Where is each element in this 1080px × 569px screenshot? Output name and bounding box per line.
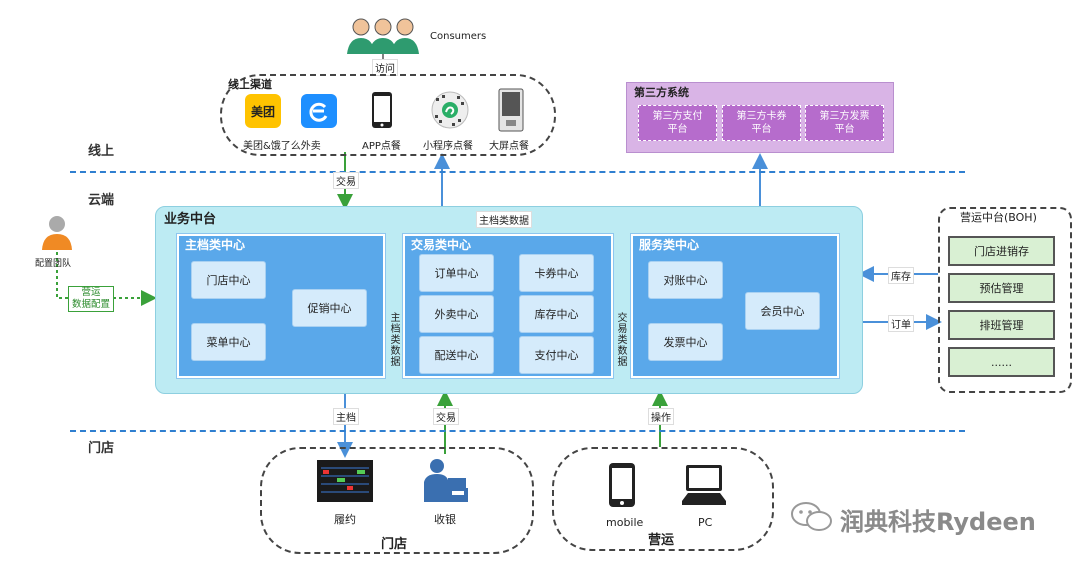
master-to-trade-label: 主档类数据: [388, 312, 399, 367]
menu-center-module: 菜单中心: [191, 323, 266, 361]
trade-down-label: 交易: [333, 172, 359, 189]
third-party-invoice: 第三方发票 平台: [805, 105, 884, 141]
channel-label-delivery: 美团&饿了么外卖: [243, 141, 321, 152]
consumers-label: Consumers: [430, 31, 487, 42]
meituan-logo-text: 美团: [250, 104, 275, 119]
master-data-flow-label: 主档类数据: [476, 211, 532, 228]
pc-icon: [682, 465, 726, 505]
mobile-icon: [609, 463, 635, 507]
miniprogram-qr-icon: [431, 91, 469, 129]
app-phone-icon: [372, 92, 392, 128]
order-center-module: 订单中心: [419, 254, 494, 292]
mobile-label: mobile: [606, 516, 644, 529]
watermark-text: 润典科技Rydeen: [840, 508, 1036, 536]
eleme-icon: [309, 102, 328, 122]
member-center-module: 会员中心: [745, 292, 820, 330]
fulfillment-label: 履约: [334, 513, 356, 526]
store-separator: [70, 430, 965, 432]
region-label-online: 线上: [88, 144, 115, 159]
promotion-center-module: 促销中心: [292, 289, 367, 327]
trade-to-service-label: 交易类数据: [615, 312, 626, 367]
trade-center-title: 交易类中心: [411, 238, 472, 252]
boh-more: ......: [948, 347, 1055, 377]
inventory-label: 库存: [888, 267, 914, 284]
consumers-icon: [347, 18, 419, 54]
store-center-module: 门店中心: [191, 261, 266, 299]
config-team-person-icon: [42, 216, 72, 250]
store-group-title: 门店: [381, 537, 408, 552]
invoice-center-module: 发票中心: [648, 323, 723, 361]
boh-forecast: 预估管理: [948, 273, 1055, 303]
boh-group: [938, 207, 1072, 393]
service-center-title: 服务类中心: [639, 238, 700, 252]
third-party-title: 第三方系统: [634, 86, 689, 99]
eleme-logo: [301, 94, 337, 128]
master-center-title: 主档类中心: [185, 238, 246, 252]
pc-label: PC: [698, 516, 713, 529]
dispatch-center-module: 配送中心: [419, 336, 494, 374]
cashier-label: 收银: [434, 513, 456, 526]
config-action-label: 营运 数据配置: [68, 286, 114, 312]
online-channel-title: 线上渠道: [228, 78, 272, 91]
online-channel-group: [220, 74, 556, 156]
wechat-icon: [791, 502, 832, 531]
region-label-store: 门店: [88, 441, 115, 456]
channel-label-kiosk: 大屏点餐: [489, 141, 529, 152]
channel-label-app: APP点餐: [362, 141, 401, 152]
boh-store-inventory: 门店进销存: [948, 236, 1055, 266]
reconciliation-center-module: 对账中心: [648, 261, 723, 299]
meituan-logo: 美团: [245, 94, 281, 128]
middle-platform-title: 业务中台: [164, 212, 217, 227]
operations-group: [552, 447, 774, 551]
store-group: [260, 447, 534, 554]
config-team-label: 配置团队: [35, 259, 72, 269]
config-arrow: [56, 252, 157, 306]
operate-label: 操作: [648, 408, 674, 425]
coupon-center-module: 卡券中心: [519, 254, 594, 292]
delivery-platform-center-module: 外卖中心: [419, 295, 494, 333]
online-separator: [70, 171, 965, 173]
region-label-cloud: 云端: [88, 193, 115, 208]
trade-up-label: 交易: [433, 408, 459, 425]
order-label: 订单: [888, 315, 914, 332]
third-party-payment: 第三方支付 平台: [638, 105, 717, 141]
master-down-label: 主档: [333, 408, 359, 425]
operations-group-title: 营运: [648, 533, 675, 548]
cashier-icon: [424, 459, 468, 502]
third-party-coupon: 第三方卡券 平台: [722, 105, 801, 141]
payment-center-module: 支付中心: [519, 336, 594, 374]
boh-scheduling: 排班管理: [948, 310, 1055, 340]
fulfillment-screen-icon: [317, 460, 373, 502]
boh-title: 营运中台(BOH): [960, 211, 1037, 224]
channel-label-miniprogram: 小程序点餐: [423, 141, 473, 152]
kiosk-icon: [498, 88, 524, 132]
inventory-center-module: 库存中心: [519, 295, 594, 333]
